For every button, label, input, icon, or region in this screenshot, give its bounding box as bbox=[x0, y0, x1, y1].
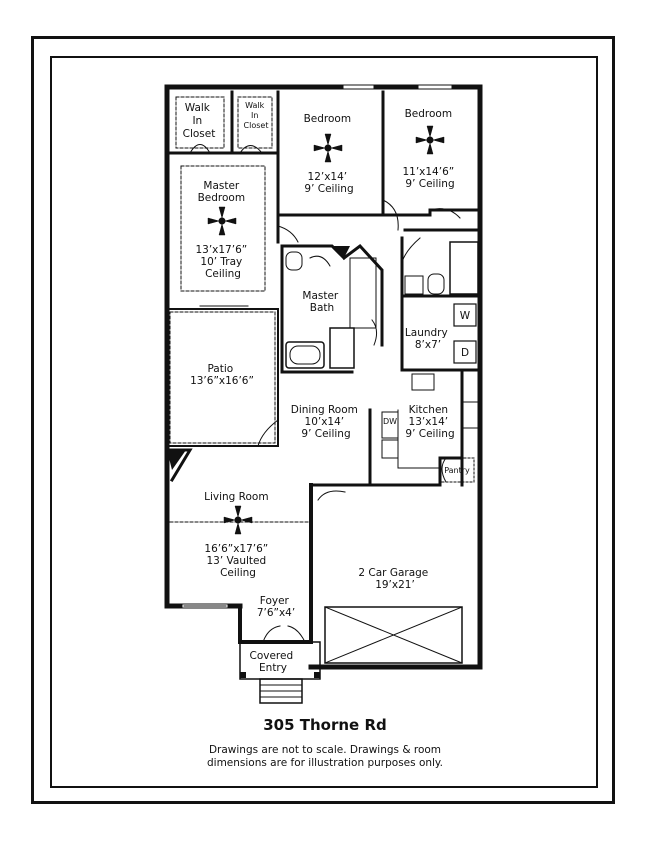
tray-ceiling-outline bbox=[180, 165, 266, 292]
closet-outline bbox=[175, 96, 273, 149]
garage-label: 2 Car Garage 19’x21’ bbox=[358, 567, 431, 591]
entry-door bbox=[262, 625, 306, 643]
kitchen-sink bbox=[381, 439, 399, 459]
dryer-box bbox=[453, 340, 477, 364]
master-bath-label: Master Bath bbox=[302, 290, 341, 314]
living-room-label: Living Room 16’6”x17’6” 13’ Vaulted Ceil… bbox=[204, 491, 272, 579]
patio-walls bbox=[166, 308, 279, 447]
ceiling-fan-icon bbox=[415, 125, 445, 155]
master-bedroom-label: Master Bedroom 13’x17’6” 10’ Tray Ceilin… bbox=[195, 180, 250, 280]
master-toilet bbox=[285, 251, 303, 271]
walk-in-closet-1-label: Walk In Closet bbox=[183, 102, 216, 140]
disclaimer-line-2: dimensions are for illustration purposes… bbox=[206, 757, 443, 769]
range bbox=[461, 401, 479, 429]
kitchen-counter bbox=[397, 409, 441, 469]
pantry-label: Pantry bbox=[444, 466, 470, 475]
patio-dash bbox=[169, 311, 276, 444]
living-corner bbox=[167, 450, 186, 470]
door-arc bbox=[257, 255, 447, 501]
patio-label: Patio 13’6”x16’6” bbox=[190, 363, 254, 387]
bedroom-3-label: Bedroom 11’x14’6” 9’ Ceiling bbox=[402, 108, 457, 190]
disclaimer-line-1: Drawings are not to scale. Drawings & ro… bbox=[208, 744, 442, 756]
washer-label: W bbox=[460, 310, 471, 322]
inner-frame bbox=[50, 56, 598, 788]
vanity bbox=[349, 257, 377, 329]
kitchen-label: Kitchen 13’x14’ 9’ Ceiling bbox=[405, 404, 454, 440]
bath-corner bbox=[332, 246, 350, 258]
dining-kitchen-walls bbox=[309, 408, 442, 487]
walk-in-closet-2-label: Walk In Closet bbox=[244, 101, 269, 130]
bedroom-2-label: Bedroom 12’x14’ 9’ Ceiling bbox=[304, 113, 355, 195]
ceiling-fan-icon bbox=[223, 505, 253, 535]
covered-entry-label: Covered Entry bbox=[250, 650, 297, 674]
hall-walls bbox=[165, 213, 280, 452]
foyer-label: Foyer 7’6”x4’ bbox=[257, 595, 295, 619]
hall-tub bbox=[449, 241, 479, 295]
master-tub bbox=[285, 341, 325, 369]
bedroom3-walls bbox=[403, 208, 482, 232]
door-arc bbox=[189, 144, 461, 263]
laundry-walls bbox=[400, 236, 482, 372]
exterior-wall bbox=[164, 84, 483, 670]
disclaimer-text: Drawings are not to scale. Drawings & ro… bbox=[0, 744, 650, 770]
shower bbox=[329, 327, 355, 369]
hall-toilet bbox=[427, 273, 445, 295]
closet-walls bbox=[165, 90, 280, 155]
pantry-outline bbox=[439, 457, 475, 483]
dryer-label: D bbox=[461, 347, 469, 359]
dining-room-label: Dining Room 10’x14’ 9’ Ceiling bbox=[291, 404, 361, 440]
laundry-label: Laundry 8’x7’ bbox=[405, 327, 451, 351]
garage-door bbox=[324, 606, 463, 664]
exterior-wall-west bbox=[164, 84, 243, 609]
hall-sink bbox=[404, 275, 424, 295]
fridge bbox=[411, 373, 435, 391]
dishwasher-label: DW bbox=[383, 417, 397, 426]
ceiling-fan-icon bbox=[207, 206, 237, 236]
washer-box bbox=[453, 303, 477, 327]
living-walls bbox=[165, 448, 193, 608]
address-title: 305 Thorne Rd bbox=[263, 716, 387, 734]
outer-frame bbox=[31, 36, 615, 804]
ceiling-fan-icon bbox=[313, 133, 343, 163]
